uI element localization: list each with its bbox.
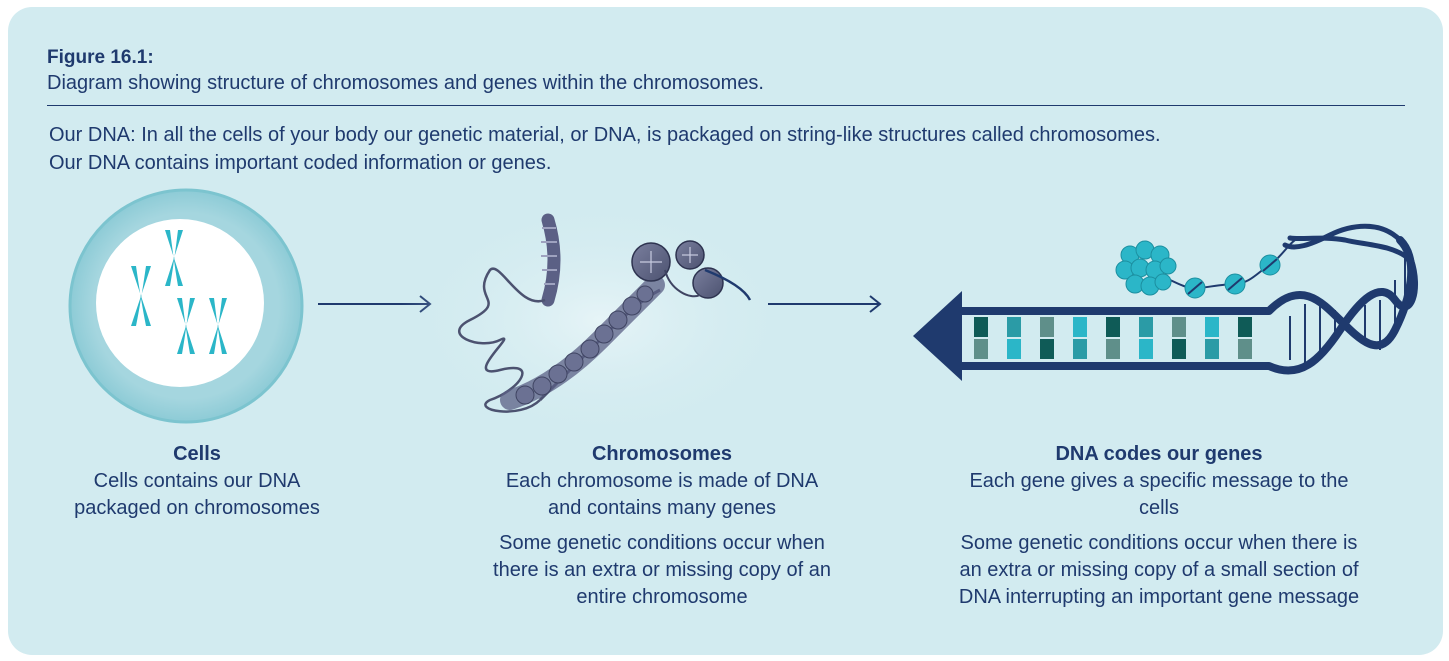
genes-column: DNA codes our genes Each gene gives a sp… — [905, 441, 1413, 611]
arrow-right-icon — [768, 295, 882, 313]
cells-text-line-2: packaged on chromosomes — [74, 497, 320, 519]
chromosomes-heading: Chromosomes — [591, 443, 733, 465]
genes-heading: DNA codes our genes — [1055, 443, 1263, 465]
genes-text-line-1: Each gene gives a specific message to th… — [969, 470, 1349, 492]
genes-note-line-2: an extra or missing copy of a small sect… — [959, 559, 1359, 581]
genes-note-line-1: Some genetic conditions occur when there… — [960, 532, 1358, 554]
cells-heading: Cells — [173, 443, 221, 465]
chromosomes-note-line-3: entire chromosome — [576, 586, 748, 608]
chromosome-x-icon — [131, 230, 227, 354]
chromosomes-text-line-2: and contains many genes — [548, 497, 776, 519]
dna-double-helix-icon — [913, 223, 1419, 381]
intro-text: Our DNA: In all the cells of your body o… — [49, 121, 1419, 177]
genes-note-line-3: DNA interrupting an important gene messa… — [958, 586, 1360, 608]
chromosomes-text-line-1: Each chromosome is made of DNA — [505, 470, 819, 492]
chromatin-illustration — [400, 195, 800, 445]
chromosomes-column: Chromosomes Each chromosome is made of D… — [451, 441, 873, 611]
intro-line-2: Our DNA contains important coded informa… — [49, 152, 552, 174]
cell-icon — [68, 188, 304, 424]
chromosomes-note-line-1: Some genetic conditions occur when — [499, 532, 825, 554]
arrow-left-icon — [913, 291, 962, 381]
intro-line-1: Our DNA: In all the cells of your body o… — [49, 124, 1161, 146]
genes-text-line-2: cells — [1138, 497, 1179, 519]
figure-caption: Diagram showing structure of chromosomes… — [47, 72, 764, 94]
divider — [47, 105, 1405, 106]
cells-text-line-1: Cells contains our DNA — [93, 470, 301, 492]
figure-label: Figure 16.1: — [47, 47, 154, 68]
cells-column: Cells Cells contains our DNA packaged on… — [37, 441, 357, 522]
chromosomes-note-line-2: there is an extra or missing copy of an — [493, 559, 831, 581]
